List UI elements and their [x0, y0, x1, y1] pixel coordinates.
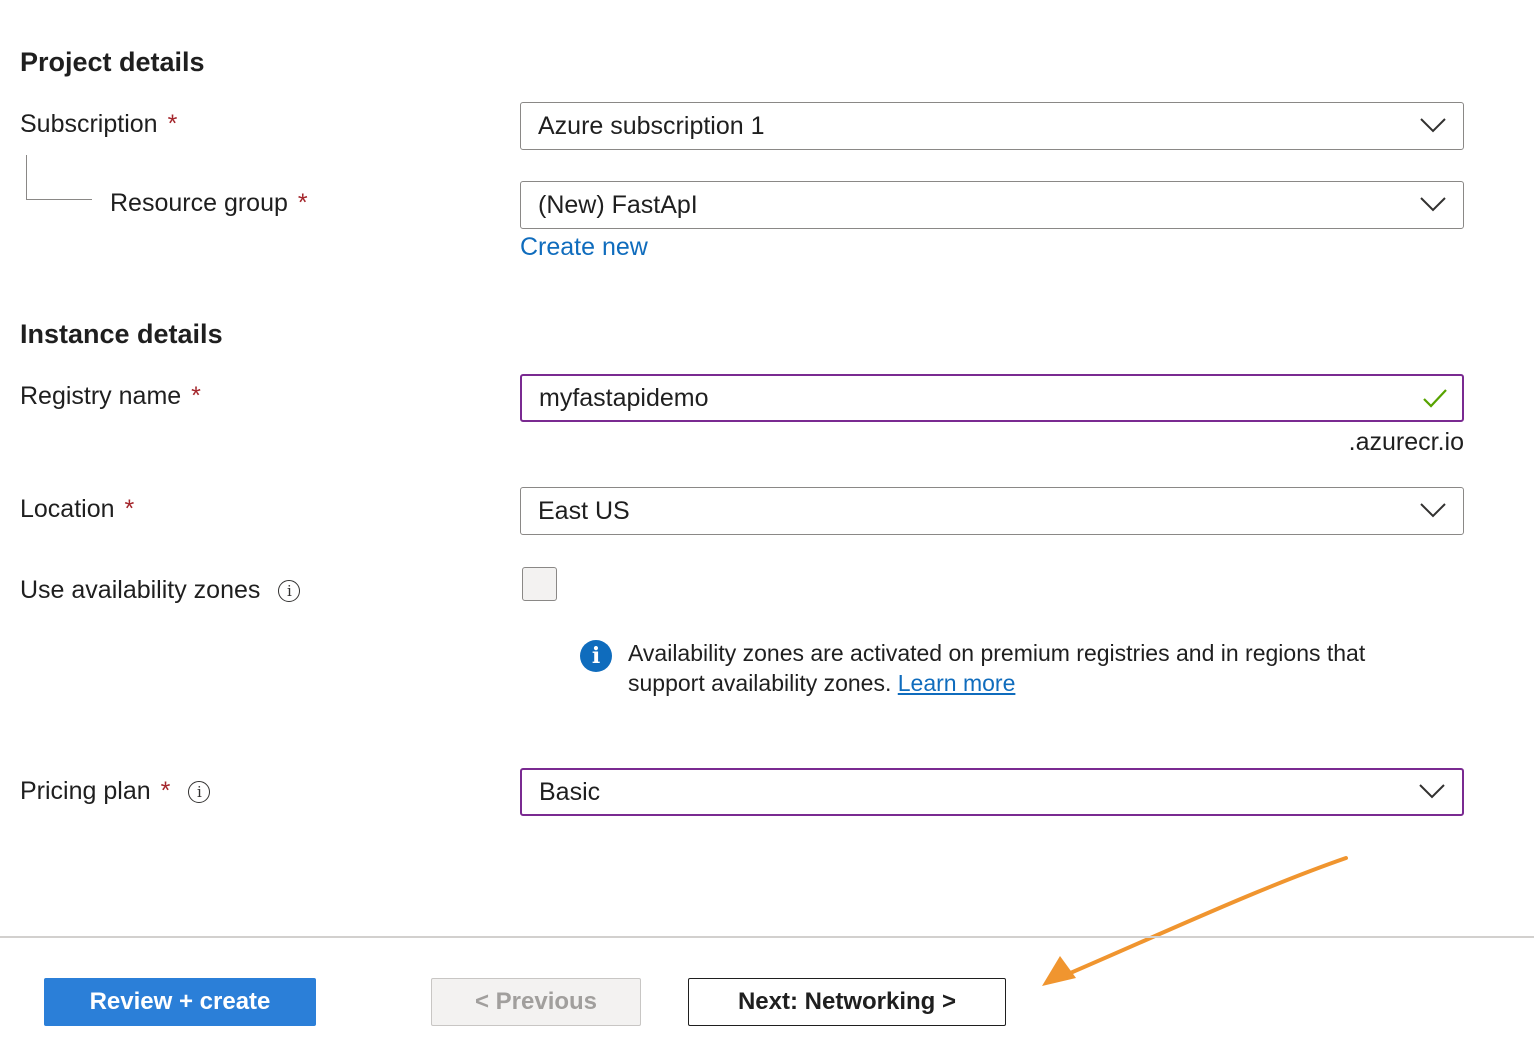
arrow-annotation	[1042, 856, 1348, 986]
chevron-down-icon	[1420, 197, 1446, 212]
tree-connector	[26, 155, 92, 200]
learn-more-link[interactable]: Learn more	[897, 670, 1016, 696]
location-dropdown[interactable]: East US	[520, 487, 1464, 535]
previous-button[interactable]: < Previous	[431, 978, 641, 1026]
required-indicator: *	[297, 189, 308, 217]
project-details-heading: Project details	[20, 47, 205, 77]
availability-zones-label-text: Use availability zones	[20, 576, 261, 604]
required-indicator: *	[167, 110, 178, 138]
pricing-plan-dropdown[interactable]: Basic	[520, 768, 1464, 816]
availability-zones-label: Use availability zones i	[20, 576, 301, 605]
resource-group-dropdown[interactable]: (New) FastApI	[520, 181, 1464, 229]
info-icon[interactable]: i	[188, 780, 211, 803]
instance-details-heading: Instance details	[20, 319, 223, 349]
chevron-down-icon	[1420, 118, 1446, 133]
location-label-text: Location	[20, 495, 115, 523]
registry-name-input[interactable]: myfastapidemo	[520, 374, 1464, 422]
registry-domain-suffix: .azurecr.io	[1348, 428, 1464, 456]
availability-zones-checkbox[interactable]	[522, 567, 557, 601]
info-message-text: Availability zones are activated on prem…	[628, 638, 1418, 698]
pricing-plan-label-text: Pricing plan	[20, 777, 151, 805]
subscription-label-text: Subscription	[20, 110, 158, 138]
resource-group-value: (New) FastApI	[538, 190, 698, 219]
required-indicator: *	[160, 777, 171, 805]
resource-group-label-text: Resource group	[110, 189, 288, 217]
pricing-plan-label: Pricing plan * i	[20, 777, 211, 806]
pricing-plan-value: Basic	[539, 777, 601, 806]
location-value: East US	[538, 496, 630, 525]
required-indicator: *	[124, 495, 135, 523]
info-message-body: Availability zones are activated on prem…	[628, 640, 1366, 696]
registry-name-label: Registry name *	[20, 382, 201, 411]
availability-zones-info-message: i Availability zones are activated on pr…	[580, 638, 1418, 698]
chevron-down-icon	[1419, 784, 1445, 799]
resource-group-label: Resource group *	[110, 189, 308, 218]
subscription-label: Subscription *	[20, 110, 177, 139]
subscription-value: Azure subscription 1	[538, 111, 765, 140]
review-create-button[interactable]: Review + create	[44, 978, 316, 1026]
next-networking-button[interactable]: Next: Networking >	[688, 978, 1006, 1026]
info-icon[interactable]: i	[278, 579, 301, 602]
location-label: Location *	[20, 495, 134, 524]
required-indicator: *	[191, 382, 201, 410]
chevron-down-icon	[1420, 503, 1446, 518]
footer-divider	[0, 936, 1534, 938]
subscription-dropdown[interactable]: Azure subscription 1	[520, 102, 1464, 150]
info-icon: i	[580, 640, 612, 672]
registry-name-value: myfastapidemo	[539, 383, 709, 412]
create-new-link[interactable]: Create new	[520, 233, 648, 261]
checkmark-icon	[1423, 389, 1447, 408]
registry-name-label-text: Registry name	[20, 382, 182, 410]
